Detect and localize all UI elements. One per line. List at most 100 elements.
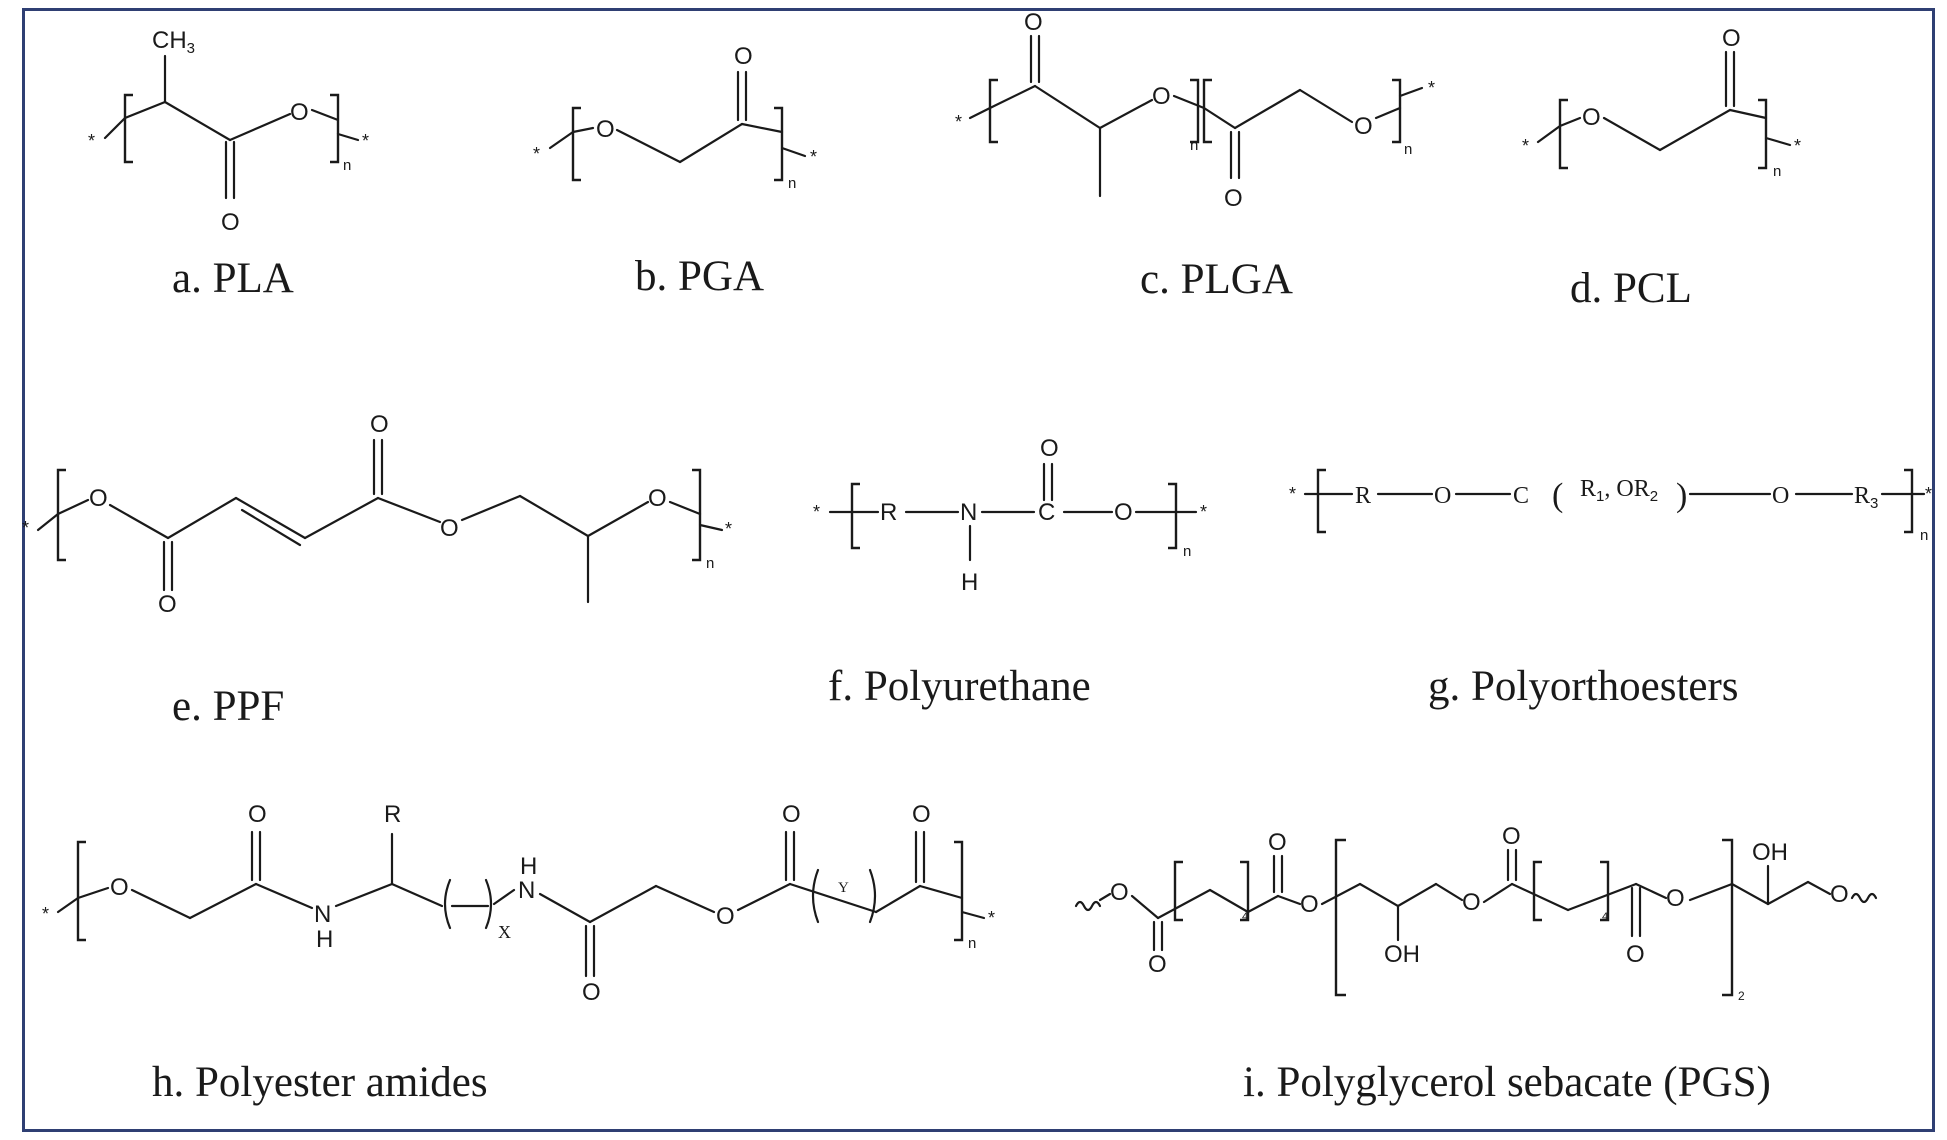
ester-oxygen-1: O	[89, 485, 108, 512]
repeat-n: n	[788, 175, 796, 192]
ester-oxygen-1: O	[1110, 879, 1129, 906]
ester-oxygen-2: O	[440, 515, 459, 542]
ester-oxygen: O	[290, 99, 309, 126]
end-star-left: *	[533, 144, 540, 164]
carbonyl-oxygen-4: O	[1626, 941, 1645, 968]
terminal-carbonyl-oxygen: O	[912, 801, 931, 828]
caption-polyurethane: f. Polyurethane	[828, 663, 1091, 710]
carbonyl-oxygen: O	[221, 209, 240, 236]
carbonyl-oxygen-3: O	[1502, 823, 1521, 850]
amide-nitrogen-1: N	[314, 901, 331, 928]
caption-pcl: d. PCL	[1570, 265, 1692, 312]
amide-hydrogen-1: H	[316, 926, 333, 953]
repeat-n: n	[343, 157, 351, 174]
paren-close: )	[1676, 477, 1687, 514]
end-star-left: *	[1522, 136, 1529, 156]
structure-plga: * * O O n O O n	[955, 9, 1435, 212]
end-star-left: *	[22, 518, 29, 538]
repeat-n: n	[706, 555, 714, 572]
ether-oxygen: O	[596, 116, 615, 143]
amide-nitrogen-2: N	[518, 877, 535, 904]
ester-oxygen-3: O	[648, 485, 667, 512]
structure-ppf: * * O O O O O n	[22, 411, 732, 618]
figure-frame	[22, 8, 1935, 1132]
carbonyl-carbon: C	[1038, 499, 1055, 526]
ether-oxygen-2: O	[1772, 483, 1789, 509]
ether-oxygen: O	[1582, 104, 1601, 131]
r-group: R	[880, 499, 897, 526]
carbonyl-oxygen-1: O	[158, 591, 177, 618]
r3-label: R3	[1854, 483, 1878, 512]
structure-pga: * * O O n	[533, 43, 817, 192]
ester-oxygen: O	[716, 903, 735, 930]
hydroxyl-2: OH	[1752, 839, 1788, 866]
amide-carbonyl-oxygen-2: O	[582, 979, 601, 1006]
glycolide-ester-oxygen: O	[1354, 113, 1373, 140]
r1-or2-label: R1, OR2	[1580, 476, 1658, 505]
structure-pcl: * * O O n	[1522, 25, 1801, 180]
caption-polyorthoesters: g. Polyorthoesters	[1428, 663, 1739, 710]
subscript-y: Y	[838, 880, 849, 896]
structure-pgs: O O 4 O O OH O O 4 O O 2 OH O	[1074, 823, 1878, 1003]
end-star-left: *	[1289, 484, 1296, 504]
glycolide-carbonyl-oxygen: O	[1224, 185, 1243, 212]
end-star-right: *	[1925, 484, 1932, 504]
repeat-n: n	[1920, 527, 1928, 544]
end-star-left: *	[42, 904, 49, 924]
carbonyl-oxygen-2: O	[370, 411, 389, 438]
carbonyl-oxygen-1: O	[1148, 951, 1167, 978]
ether-oxygen-1: O	[1434, 483, 1451, 509]
caption-ppf: e. PPF	[172, 683, 284, 730]
end-star-right: *	[1428, 78, 1435, 98]
ester-carbonyl-oxygen: O	[782, 801, 801, 828]
repeat-n: n	[1183, 543, 1191, 560]
caption-plga: c. PLGA	[1140, 256, 1293, 303]
caption-pla: a. PLA	[172, 255, 294, 302]
caption-pgs: i. Polyglycerol sebacate (PGS)	[1243, 1059, 1771, 1106]
end-star-right: *	[362, 131, 369, 151]
amide-hydrogen-2: H	[520, 853, 537, 880]
structure-polyester-amides: * * O O N H R X H N O O O Y O n	[42, 801, 995, 1006]
caption-polyester-amides: h. Polyester amides	[152, 1059, 488, 1106]
carbonyl-oxygen: O	[734, 43, 753, 70]
amide-carbonyl-oxygen-1: O	[248, 801, 267, 828]
paren-open: (	[1552, 477, 1563, 514]
amine-nitrogen: N	[960, 499, 977, 526]
end-star-right: *	[1794, 136, 1801, 156]
end-star-right: *	[988, 908, 995, 928]
carbonyl-oxygen: O	[1722, 25, 1741, 52]
structure-pla: * * CH3 O O n	[88, 27, 369, 236]
end-star-right: *	[1200, 502, 1207, 522]
subscript-4-a: 4	[1242, 911, 1248, 923]
end-star-right: *	[810, 147, 817, 167]
end-star-right: *	[725, 519, 732, 539]
lactide-carbonyl-oxygen: O	[1024, 9, 1043, 36]
carbonyl-oxygen-2: O	[1268, 829, 1287, 856]
lactide-ester-oxygen: O	[1152, 83, 1171, 110]
r-group: R	[384, 801, 401, 828]
ester-oxygen-5: O	[1830, 881, 1849, 908]
ester-oxygen-4: O	[1666, 885, 1685, 912]
subscript-2: 2	[1738, 989, 1745, 1003]
methyl-label: CH3	[152, 27, 195, 57]
repeat-n: n	[968, 935, 976, 952]
subscript-x: X	[498, 922, 511, 942]
carbonyl-oxygen: O	[1040, 435, 1059, 462]
ester-oxygen-2: O	[1300, 891, 1319, 918]
ortho-carbon: C	[1513, 483, 1529, 509]
ester-oxygen: O	[1114, 499, 1133, 526]
subscript-4-b: 4	[1602, 911, 1608, 923]
end-star-left: *	[88, 131, 95, 151]
amine-hydrogen: H	[961, 569, 978, 596]
repeat-n-glycolide: n	[1404, 141, 1412, 158]
ether-oxygen: O	[110, 874, 129, 901]
structure-polyurethane: * * R N H C O O n	[813, 435, 1207, 596]
repeat-n-lactide: n	[1190, 137, 1198, 154]
r-group: R	[1355, 483, 1371, 509]
hydroxyl-1: OH	[1384, 941, 1420, 968]
end-star-left: *	[813, 502, 820, 522]
end-star-left: *	[955, 112, 962, 132]
repeat-n: n	[1773, 163, 1781, 180]
structure-polyorthoesters: * * R O C ( R1, OR2 ) O R3 n	[1289, 468, 1932, 544]
